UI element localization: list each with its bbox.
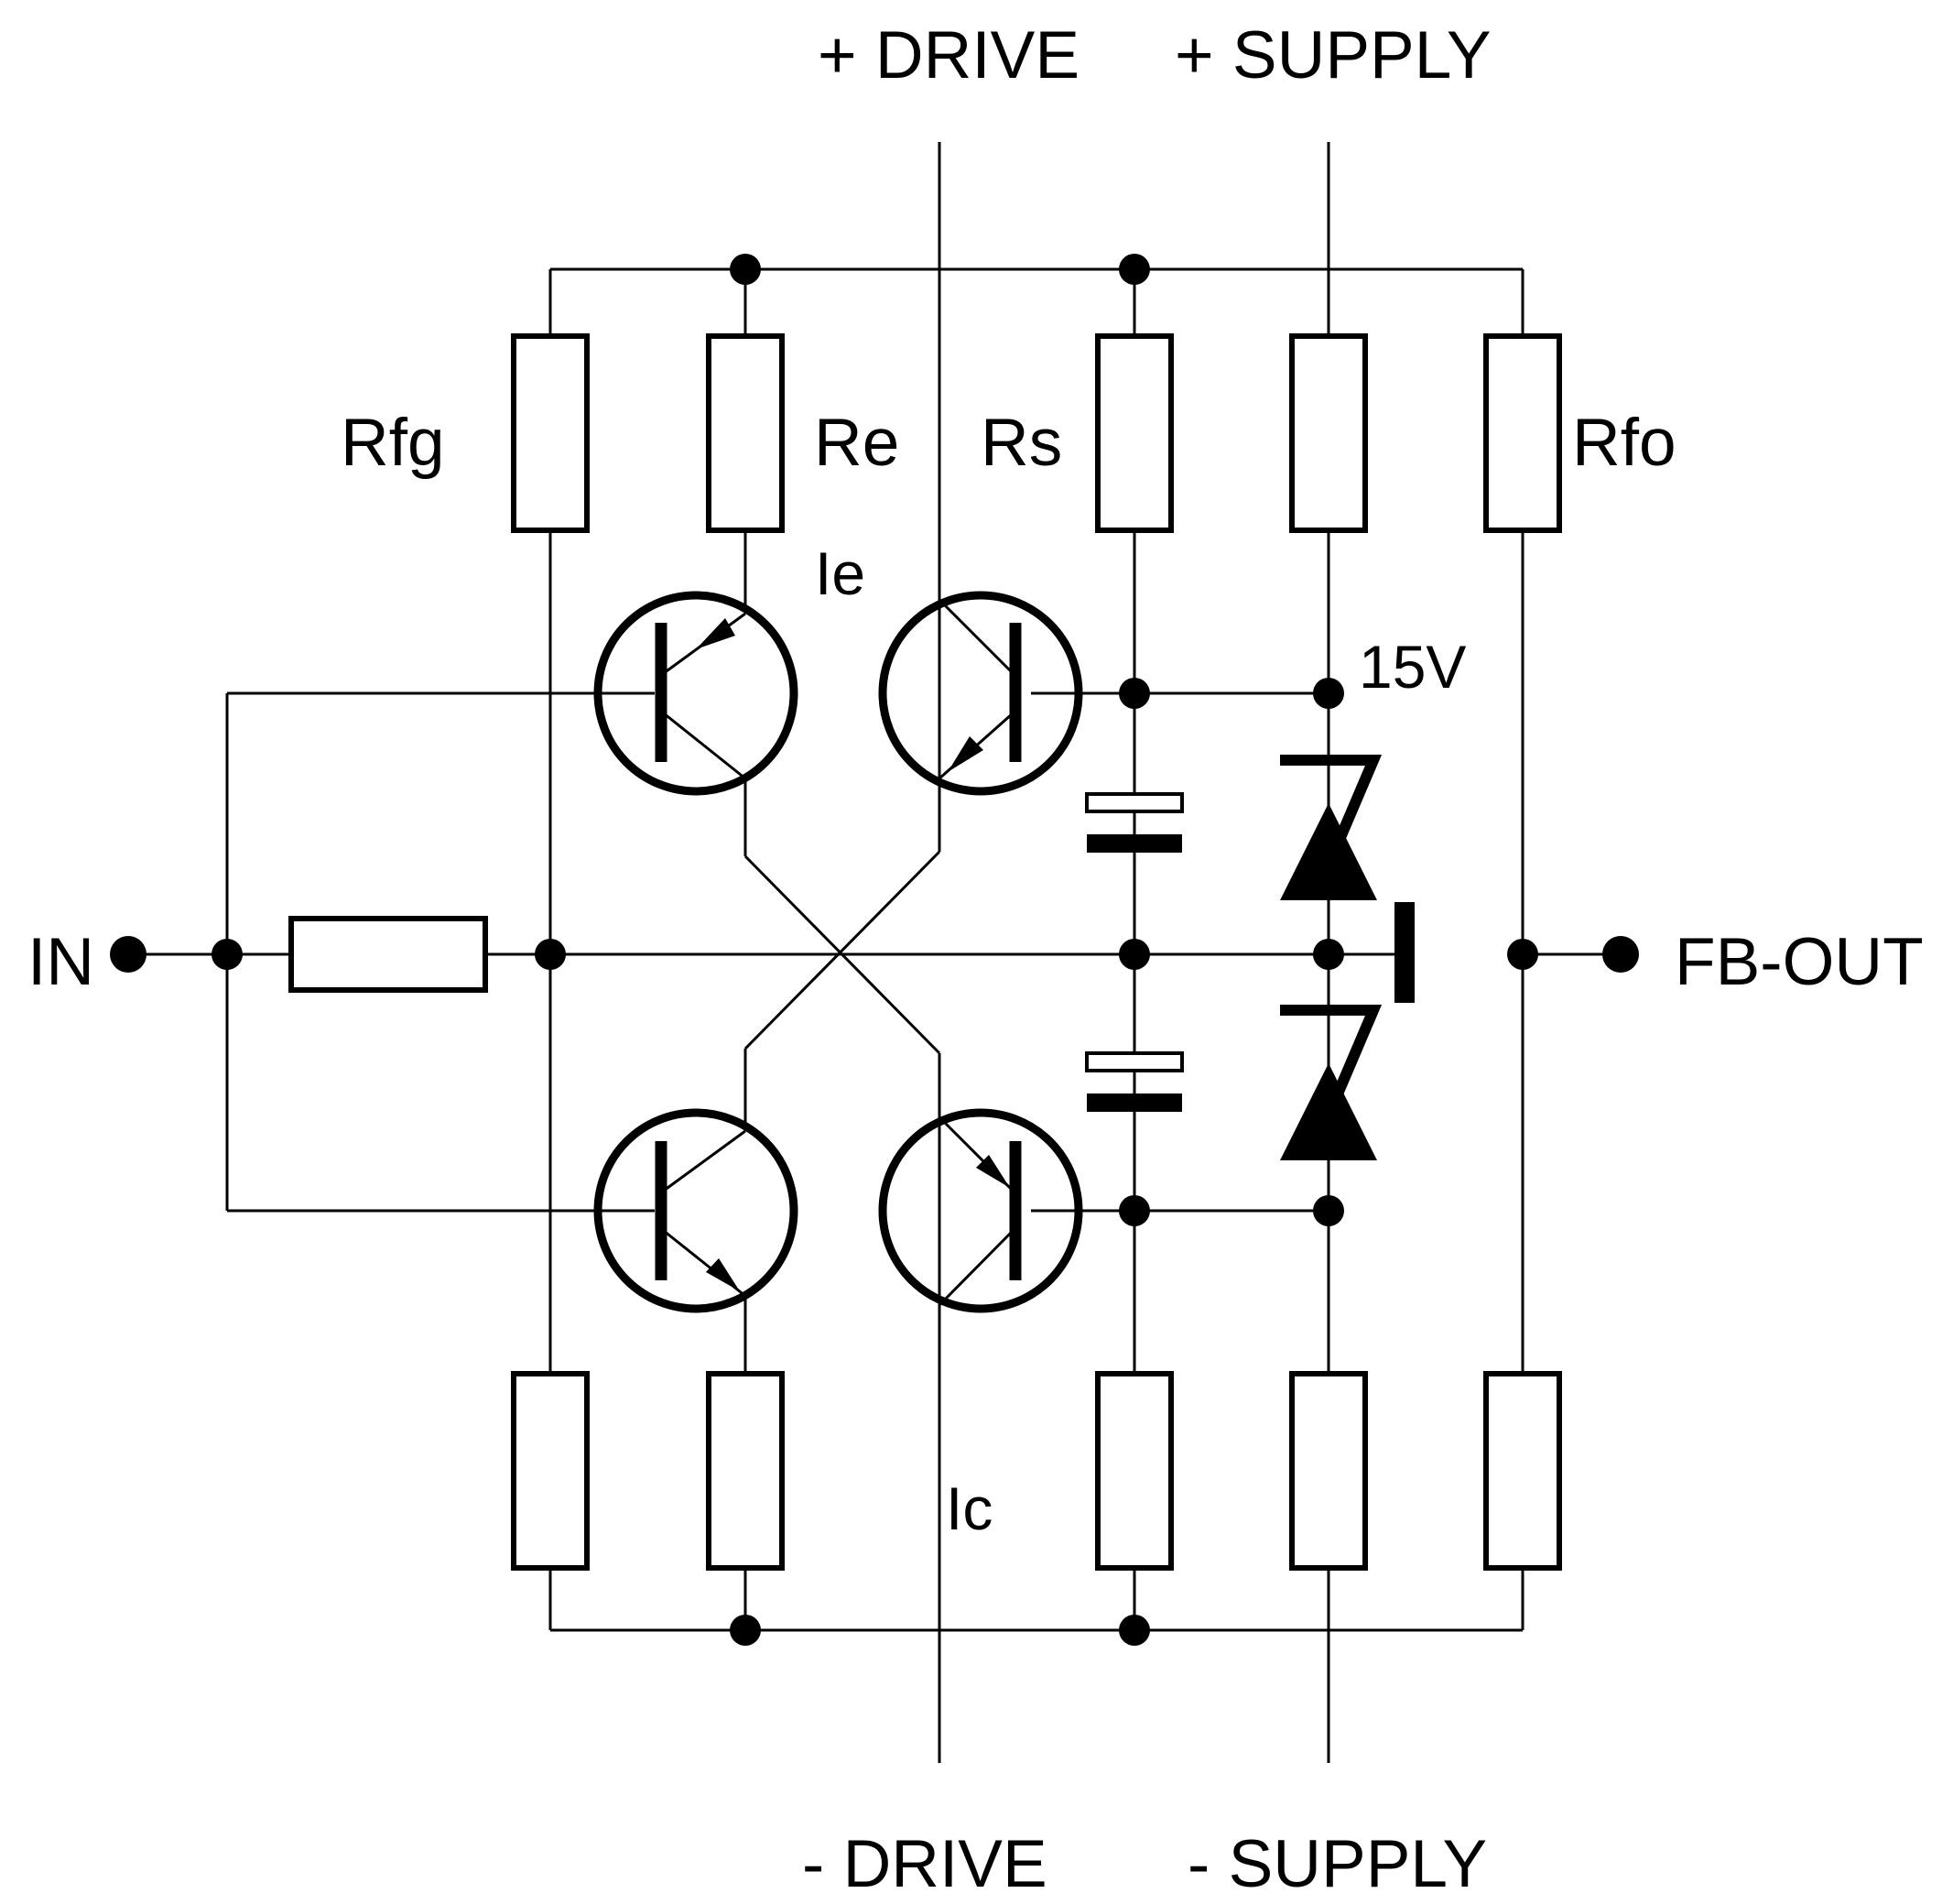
resistor-re [706, 333, 785, 533]
resistor-rfg [511, 333, 590, 533]
label-rs: Rs [981, 406, 1062, 480]
label-minus-drive: - DRIVE [802, 1827, 1047, 1901]
label-plus-drive: + DRIVE [818, 18, 1080, 92]
q2-emitter-arrow [948, 736, 983, 772]
capacitor-bottom [1085, 1051, 1184, 1112]
transistor-q4 [878, 1108, 1083, 1313]
label-plus-supply: + SUPPLY [1175, 18, 1492, 92]
label-rfo: Rfo [1572, 406, 1676, 480]
label-ie: Ie [815, 539, 865, 607]
resistor-re-lower [706, 1371, 785, 1571]
zener-diode-bottom [1280, 1005, 1383, 1160]
resistors [288, 333, 1562, 1571]
resistor-rfo [1483, 333, 1562, 533]
label-minus-supply: - SUPPLY [1188, 1827, 1487, 1901]
resistor-supply-top [1289, 333, 1368, 533]
label-ic: Ic [946, 1474, 993, 1542]
transistor-q3 [593, 1108, 798, 1313]
q1-emitter-arrow [696, 618, 735, 649]
junction-dots [212, 254, 1538, 1646]
resistor-rfg-lower [511, 1371, 590, 1571]
resistor-input [288, 916, 488, 993]
in-terminal [110, 936, 146, 973]
resistor-supply-lower [1289, 1371, 1368, 1571]
q3-emitter-arrow [706, 1258, 740, 1291]
transistor-q1 [593, 591, 798, 796]
label-zener-voltage: 15V [1359, 633, 1466, 701]
label-in: IN [27, 925, 94, 999]
resistor-rs-lower [1095, 1371, 1174, 1571]
zener-diode-top [1280, 755, 1383, 900]
label-re: Re [814, 406, 899, 480]
label-rfg: Rfg [341, 406, 445, 480]
capacitor-top [1085, 792, 1184, 853]
cross-wire-b1 [743, 850, 941, 1050]
fb-out-terminal [1602, 936, 1639, 973]
label-fb-out: FB-OUT [1675, 925, 1924, 999]
resistor-rfo-lower [1483, 1371, 1562, 1571]
transistor-q2 [878, 591, 1083, 796]
resistor-rs [1095, 333, 1174, 533]
q4-emitter-arrow [976, 1155, 1010, 1188]
